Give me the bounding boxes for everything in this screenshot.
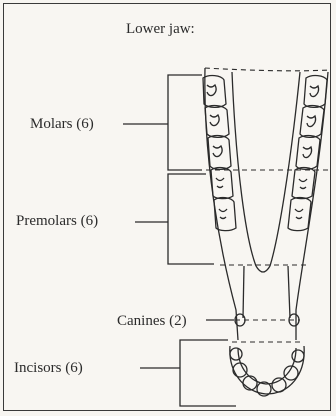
bracket-molars: [168, 75, 202, 170]
guide-top: [205, 68, 330, 71]
bracket-incisors: [180, 340, 236, 406]
right-molar-teeth: [296, 76, 327, 170]
left-molar-teeth: [203, 76, 231, 170]
right-premolar-teeth: [288, 168, 315, 231]
jaw-symphysis-line: [256, 266, 270, 272]
left-jaw-outer-line: [205, 68, 238, 340]
bracket-premolars: [168, 174, 214, 264]
left-ramus-line: [243, 266, 244, 318]
right-ramus-line: [288, 266, 290, 318]
left-premolar-teeth: [211, 168, 236, 231]
incisor-arch: [230, 346, 304, 396]
left-jaw-inner-line: [232, 72, 256, 266]
